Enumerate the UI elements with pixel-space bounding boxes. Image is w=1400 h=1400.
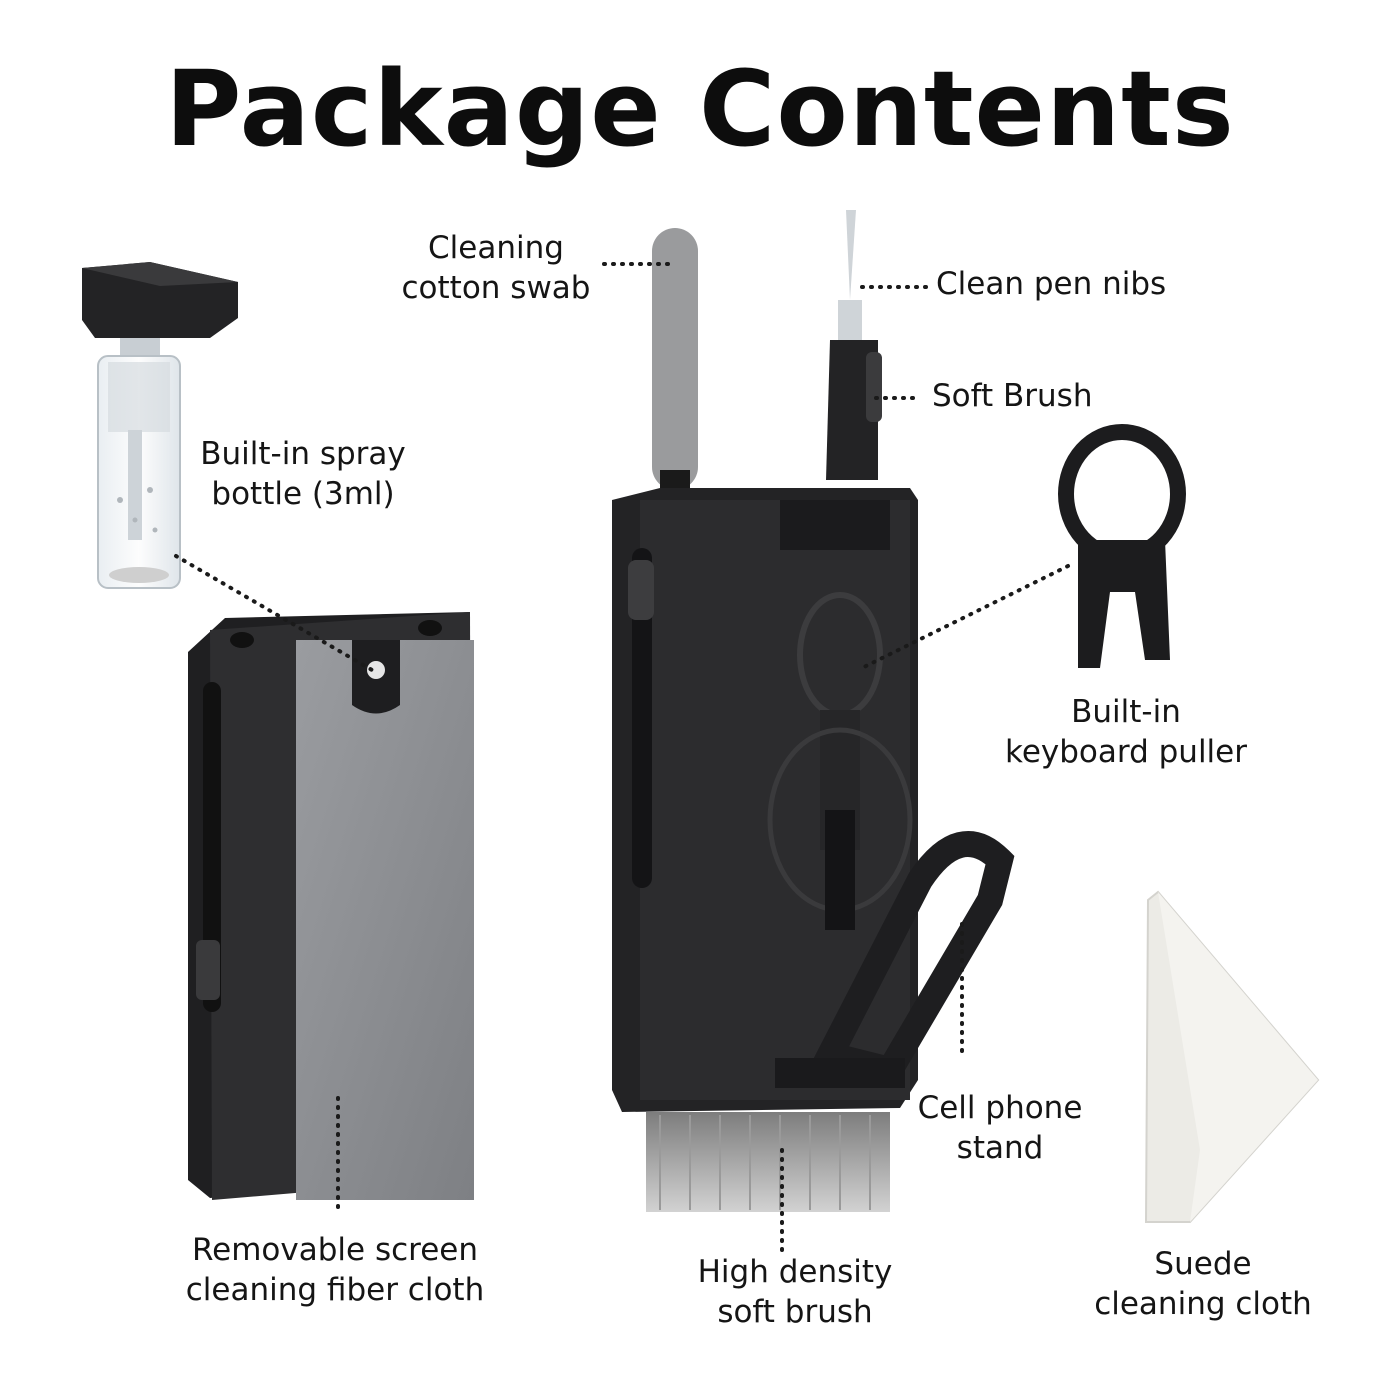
label-dense-brush: High density soft brush (697, 1254, 893, 1330)
label-pen-nibs: Clean pen nibs (936, 266, 1167, 302)
left-device-illustration (188, 612, 474, 1200)
label-fiber-cloth: Removable screen cleaning fiber cloth (185, 1232, 485, 1308)
keyboard-puller-illustration (1058, 424, 1186, 668)
label-spray-bottle: Built-in spray bottle (3ml) (200, 436, 406, 512)
suede-cloth-illustration (1144, 890, 1320, 1223)
label-soft-brush: Soft Brush (932, 378, 1093, 414)
spray-bottle-illustration (82, 262, 238, 589)
page-title: Package Contents (165, 48, 1235, 170)
label-suede-cloth: Suede cleaning cloth (1094, 1246, 1312, 1322)
leader-lines (174, 262, 1070, 1252)
label-cotton-swab: Cleaning cotton swab (401, 230, 591, 306)
central-device-illustration (612, 210, 1015, 1212)
label-phone-stand: Cell phone stand (917, 1090, 1083, 1166)
label-keyboard-puller: Built-in keyboard puller (1004, 694, 1247, 770)
